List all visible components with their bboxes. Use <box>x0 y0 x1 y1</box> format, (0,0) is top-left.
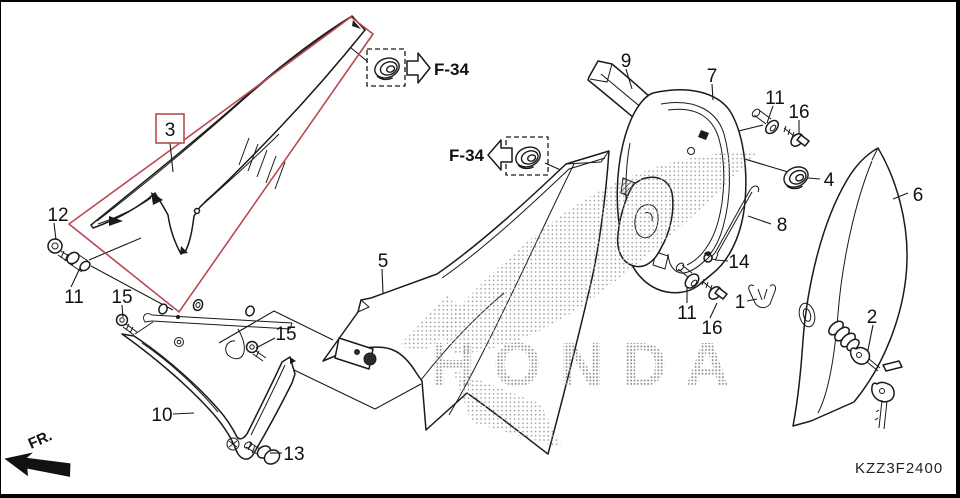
front-label: FR. <box>26 427 55 452</box>
f34-middle-arrow-icon <box>487 139 513 171</box>
part-8-rod <box>711 185 760 260</box>
front-arrow-icon <box>4 452 71 477</box>
callout-15-a: 15 <box>111 287 132 308</box>
callout-3: 3 <box>165 120 176 141</box>
part-11-bolt-bottom <box>675 262 700 289</box>
callout-16-bottom: 16 <box>701 318 722 339</box>
callout-11-left: 11 <box>64 287 84 308</box>
part-callouts: 3 12 11 15 15 10 13 5 9 7 11 16 4 8 14 1… <box>47 51 923 465</box>
callout-9: 9 <box>621 51 632 72</box>
callout-15-b: 15 <box>275 324 296 345</box>
drawing-code: KZZ3F2400 <box>855 460 943 477</box>
f34-top-arrow-icon <box>406 52 431 84</box>
honda-watermark: HONDA <box>399 151 758 448</box>
f34-top-grommet <box>371 54 404 84</box>
callout-1: 1 <box>735 292 746 313</box>
callout-12: 12 <box>47 205 68 226</box>
part-4-grommet <box>779 162 813 194</box>
part-15-screw-a <box>115 313 138 336</box>
callout-13: 13 <box>283 444 304 465</box>
callout-11-top-right: 11 <box>765 88 785 109</box>
part-12-screw <box>47 238 77 266</box>
leader-lines <box>53 68 909 454</box>
part-3-highlight-outline <box>67 15 375 314</box>
latch-rail-assembly <box>143 298 377 370</box>
callout-16-top-right: 16 <box>788 102 809 123</box>
f34-middle-label: F-34 <box>449 146 485 165</box>
f34-ref-middle: F-34 <box>449 136 549 176</box>
part-10-bracket <box>121 321 296 460</box>
part-1-clip <box>748 284 776 309</box>
callout-14: 14 <box>728 252 750 273</box>
watermark-text: HONDA <box>430 331 747 400</box>
callout-6: 6 <box>913 185 924 206</box>
callout-7: 7 <box>707 66 718 87</box>
part-11-bolt-top-right <box>751 108 779 135</box>
part-3-hatch-marks <box>238 137 286 190</box>
front-direction-marker: FR. <box>4 427 71 477</box>
f34-middle-grommet <box>512 143 545 173</box>
callout-4: 4 <box>824 170 835 191</box>
part-3-side-cover <box>90 15 366 255</box>
part-2-lock-set <box>828 320 903 430</box>
f34-top-label: F-34 <box>434 60 470 79</box>
f34-ref-top: F-34 <box>366 48 470 87</box>
callout-5: 5 <box>378 251 389 272</box>
callout-11-bottom: 11 <box>677 303 697 324</box>
part-11-collar-left <box>66 251 91 273</box>
part-16-bolt-bottom <box>701 278 728 300</box>
part-16-bolt-top-right <box>783 125 810 147</box>
callout-2: 2 <box>867 307 878 328</box>
part-14-screw <box>703 251 713 263</box>
callout-10: 10 <box>151 405 172 426</box>
callout-8: 8 <box>777 215 788 236</box>
f34-top-dashed-box <box>366 48 406 87</box>
part-15-screw-b <box>245 340 267 362</box>
part-3-label-box <box>155 113 185 144</box>
part-6-side-cover <box>792 147 908 427</box>
